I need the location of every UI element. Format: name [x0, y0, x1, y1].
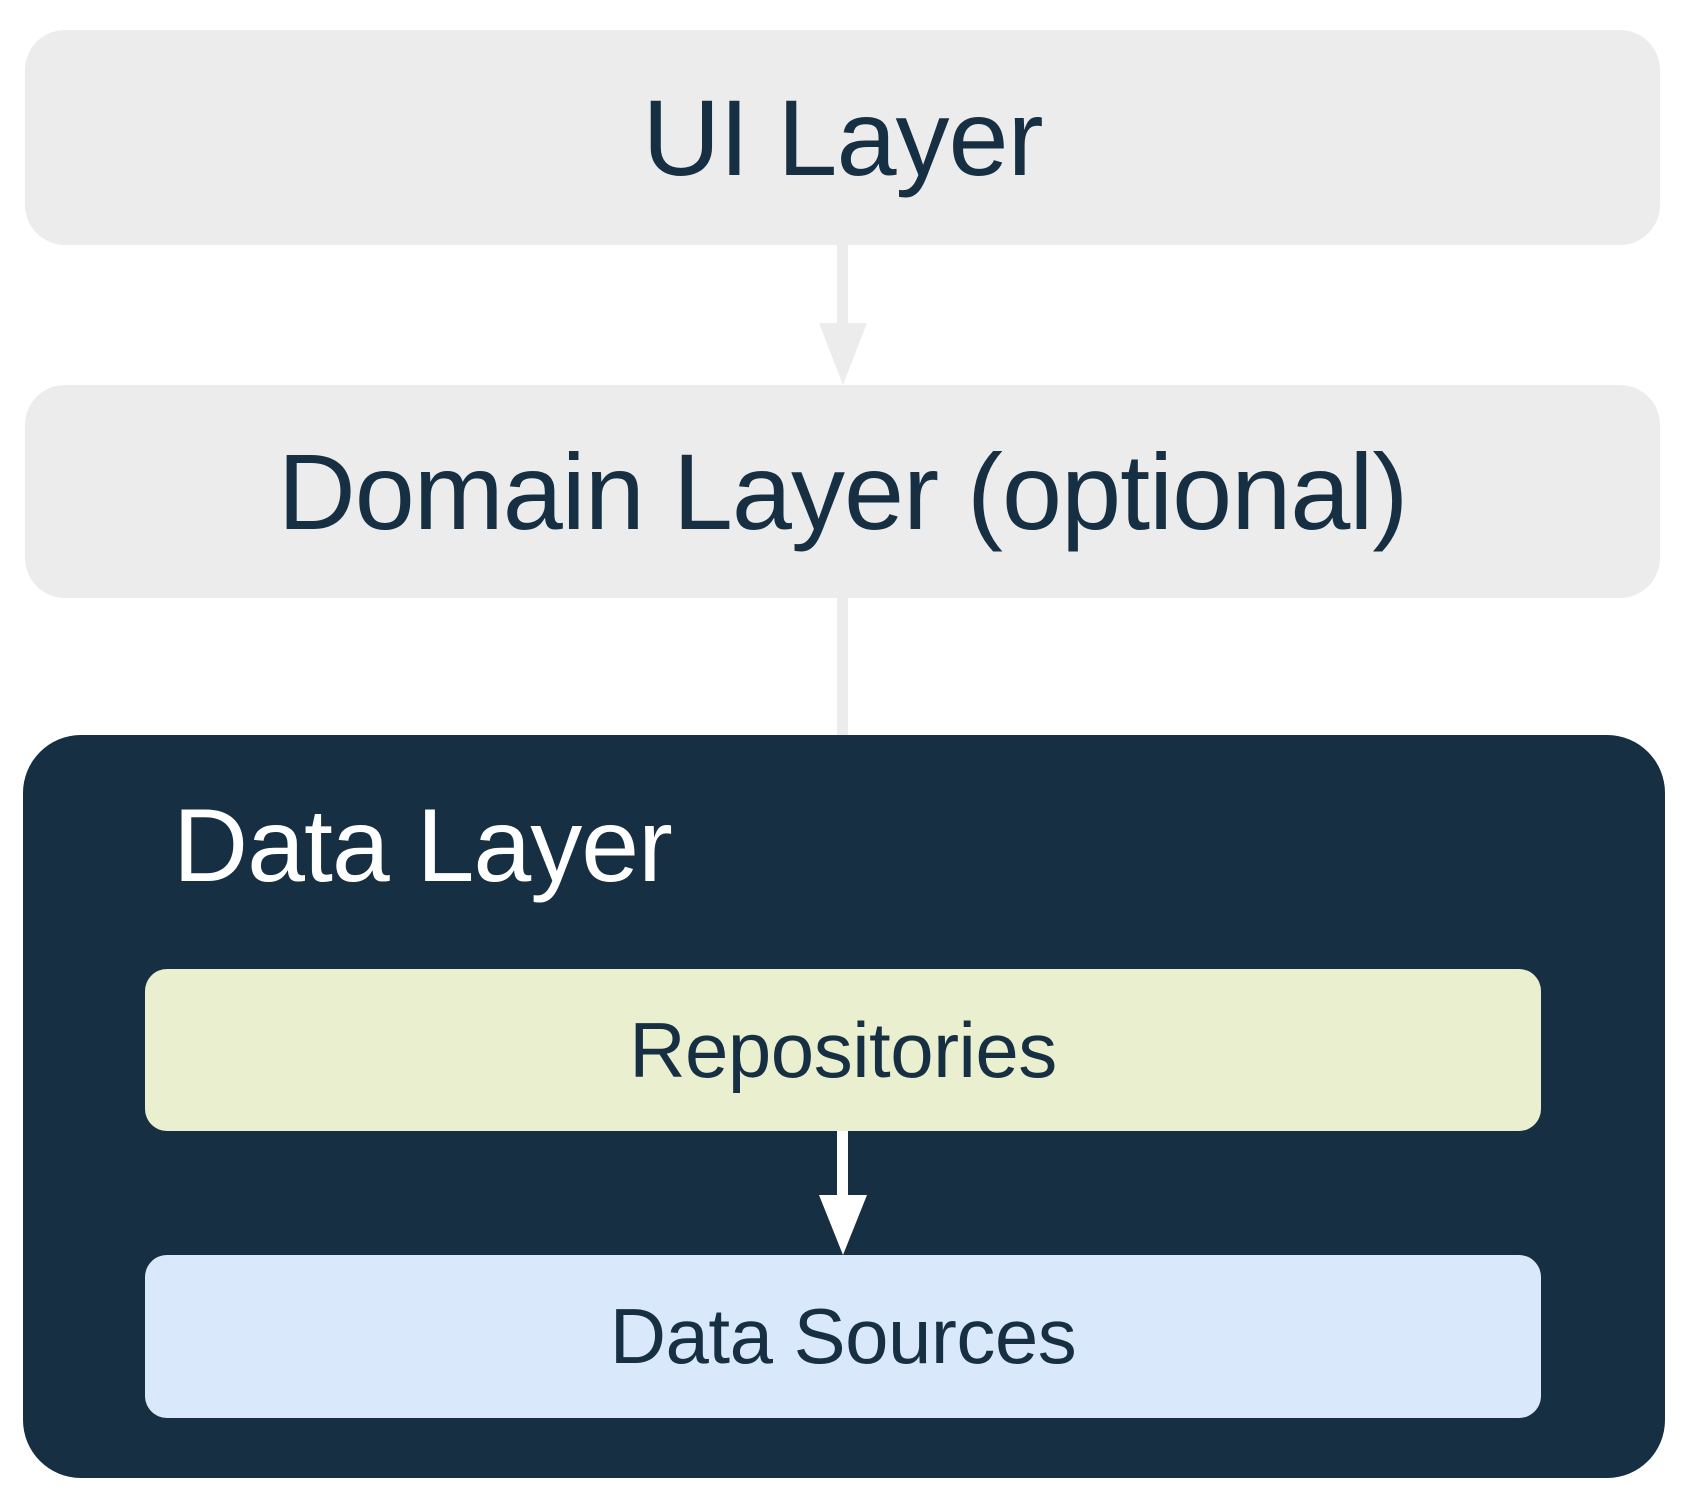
arrow-line [837, 598, 848, 737]
arrow-line [837, 1131, 848, 1198]
domain-layer-label: Domain Layer (optional) [277, 431, 1409, 552]
arrow-line [837, 245, 848, 325]
arrow-head [819, 1195, 867, 1255]
domain-layer-node: Domain Layer (optional) [25, 385, 1660, 598]
repositories-node: Repositories [145, 969, 1541, 1131]
data-layer-label: Data Layer [173, 788, 673, 904]
data-sources-node: Data Sources [145, 1255, 1541, 1418]
data-sources-label: Data Sources [609, 1292, 1077, 1380]
ui-layer-label: UI Layer [642, 77, 1043, 198]
data-layer-container: Data Layer Repositories Data Sources [23, 735, 1665, 1478]
arrow-head [819, 323, 867, 385]
ui-layer-node: UI Layer [25, 30, 1660, 245]
repositories-label: Repositories [629, 1005, 1057, 1094]
